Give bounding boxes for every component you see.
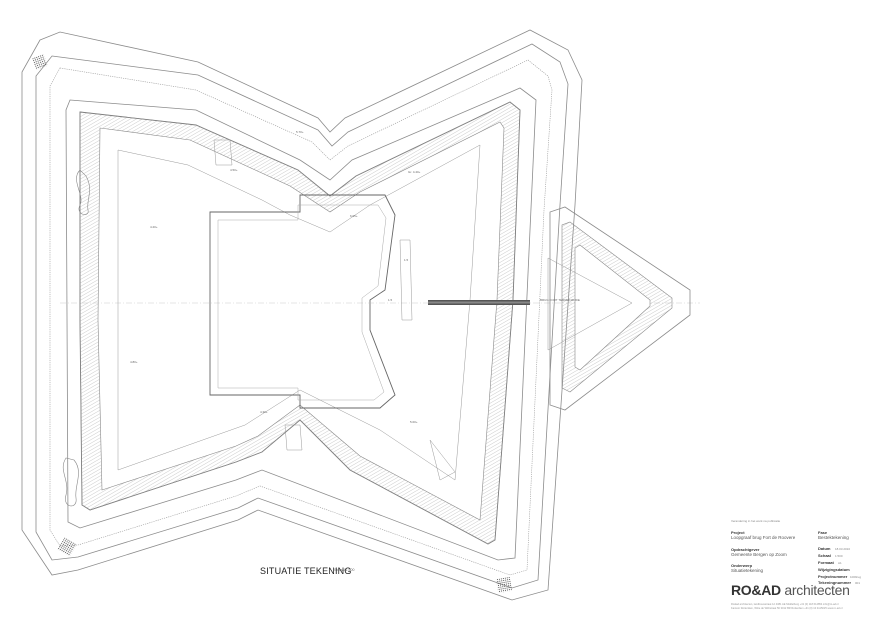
date-heading: Datum (818, 546, 831, 551)
stair-marker-sw (57, 537, 77, 557)
project-number-heading: Projectnummer (818, 574, 848, 579)
level-label: 6.05+ (350, 214, 358, 218)
central-building (209, 194, 396, 409)
serpentine-path-south (62, 457, 79, 507)
ravelin-outer (549, 206, 691, 411)
revision-date-heading: Wijzigingsdatum (818, 567, 850, 572)
ramp-detail-2 (429, 439, 456, 481)
date-value: 18.03.2010 (835, 546, 851, 551)
footer-address-1: Ro&ad architecten, landbouwstraat 12 438… (731, 603, 839, 606)
central-building-inner (217, 204, 387, 401)
ravelin-core (547, 257, 633, 351)
level-label: Gr. 4.40+ (408, 170, 421, 174)
level-label: 1.5 (388, 298, 393, 302)
subject-heading: Onderwerp (731, 563, 753, 568)
phase-heading: Fase (818, 530, 828, 535)
trench-bridge-deck (428, 301, 530, 304)
revision-notice: Verandering in het werk na publicatie (731, 519, 781, 523)
format-value: A1 (838, 560, 842, 565)
inner-courtyard (117, 144, 481, 481)
level-label: 5.00+ (410, 420, 418, 424)
drawing-scale-note: Schaal 1:500 (334, 568, 355, 572)
ramp-detail-4 (284, 424, 303, 451)
serpentine-path-north (76, 169, 90, 215)
project-heading: Project (731, 530, 745, 535)
scale-value: 1:500 (835, 553, 843, 558)
ramp-detail-3 (213, 139, 233, 166)
drawing-title: SITUATIE TEKENING (260, 566, 352, 576)
stair-marker-nw (32, 54, 48, 70)
stair-marker-s (495, 576, 513, 594)
level-label: 1.5 (404, 258, 409, 262)
logo-light: architecten (780, 582, 850, 598)
covered-way-inner (35, 43, 569, 589)
moat-edge (65, 87, 537, 561)
outer-glacis (21, 29, 583, 601)
project-number-value: 1009rug (850, 574, 862, 579)
rampart-hatch (79, 101, 521, 545)
level-label: 4.80+ (130, 360, 138, 364)
format-heading: Formaat (818, 560, 834, 565)
ravelin-inner (574, 244, 651, 371)
subject-value: Situatietekening (731, 568, 764, 573)
client-heading: Opdrachtgever (731, 547, 760, 552)
level-label: 5.70+ (296, 130, 304, 134)
covered-way-hatch-band (49, 59, 553, 576)
footer-address-2: Kantoor Rotterdam, Witte de Withstraat 5… (731, 607, 843, 610)
drawing-number-heading: Tekeningnummer (818, 580, 852, 585)
logo-bold: RO&AD (731, 582, 781, 598)
firm-logo: RO&AD architecten (731, 582, 850, 598)
ramp-detail-1 (399, 239, 413, 321)
project-value: Loopgraaf brug Fort de Roovere (731, 535, 796, 540)
level-label: 4.50+ (230, 168, 238, 172)
bridge-label: BRUG FORT TERREINZIJDE (540, 298, 580, 302)
scale-heading: Schaal (818, 553, 831, 558)
level-label: 4.30+ (260, 410, 268, 414)
client-value: Gemeente Bergen op Zoom (731, 552, 787, 557)
level-label: 4.20+ (150, 225, 158, 229)
drawing-number-value: 001 (855, 580, 861, 585)
phase-value: Bestektekening (818, 535, 849, 540)
